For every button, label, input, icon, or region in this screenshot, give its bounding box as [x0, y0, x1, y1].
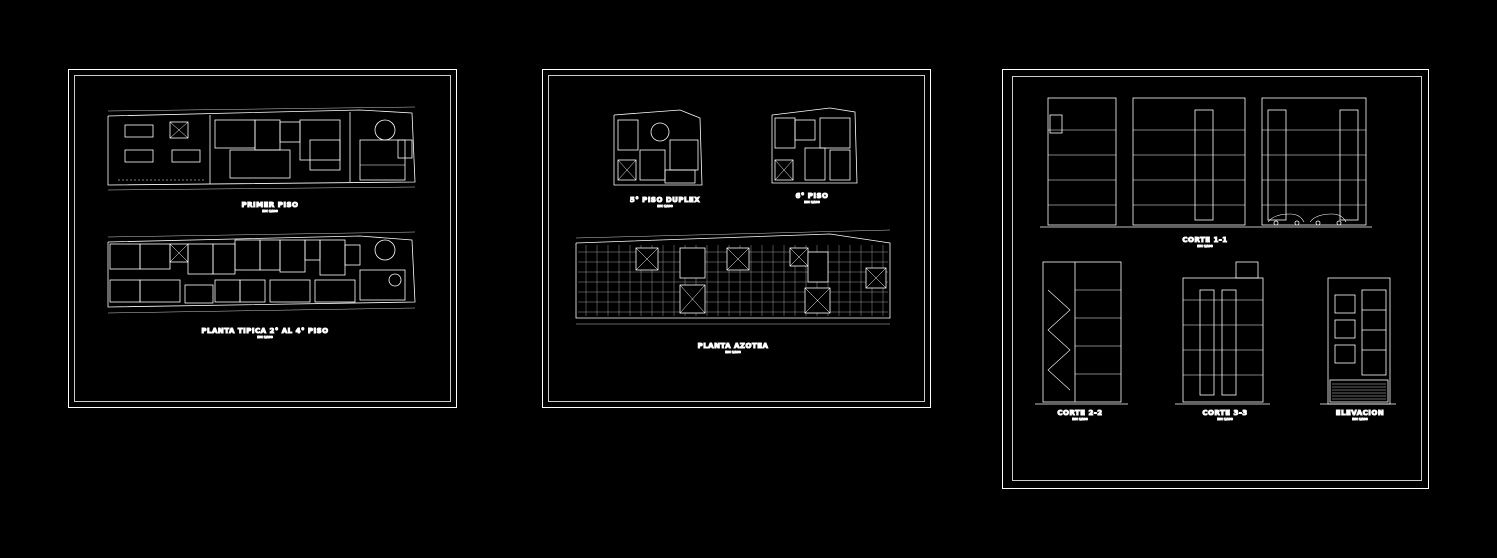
sheet-1-inner-border: [74, 75, 451, 402]
duplex-floor-plan: [613, 109, 703, 186]
section-3-3-label: CORTE 3-3: [1202, 409, 1247, 417]
svg-text:ESC 1/100: ESC 1/100: [725, 350, 741, 354]
section-1-1-label: CORTE 1-1: [1182, 236, 1227, 244]
sheet-1: PRIMER PISO ESC 1/100: [68, 69, 457, 408]
roof-plan: [575, 229, 891, 325]
svg-text:ESC 1/100: ESC 1/100: [1197, 244, 1213, 248]
first-floor-label: PRIMER PISO: [242, 201, 299, 209]
sheet-3: CORTE 1-1 ESC 1/100 CORTE 2-2 ESC 1/100 …: [1002, 69, 1429, 489]
sixth-floor-plan: [771, 107, 858, 184]
sheet-2-inner-border: [548, 75, 925, 402]
sheet-1-outer-border: [68, 69, 457, 408]
section-2-2: [1035, 261, 1128, 405]
svg-text:ESC 1/100: ESC 1/100: [1352, 417, 1368, 421]
section-3-3: [1175, 261, 1270, 405]
svg-text:ESC 1/100: ESC 1/100: [257, 335, 273, 339]
section-1-1: [1040, 97, 1372, 228]
sheet-3-inner-border: [1012, 76, 1422, 481]
roof-plan-label: PLANTA AZOTEA: [698, 342, 769, 350]
sheet-3-outer-border: [1002, 69, 1429, 489]
section-2-2-label: CORTE 2-2: [1057, 409, 1102, 417]
sixth-floor-label: 6° PISO: [795, 192, 828, 200]
svg-text:ESC 1/100: ESC 1/100: [262, 209, 278, 213]
svg-text:ESC 1/100: ESC 1/100: [804, 200, 820, 204]
sheet-2-outer-border: [542, 69, 931, 408]
duplex-floor-label: 5° PISO DUPLEX: [630, 196, 700, 204]
svg-text:ESC 1/100: ESC 1/100: [1217, 417, 1233, 421]
svg-text:ESC 1/100: ESC 1/100: [1072, 417, 1088, 421]
typical-floor-label: PLANTA TIPICA 2° AL 4° PISO: [201, 327, 328, 335]
elevation: [1320, 277, 1396, 405]
sheet-2: 5° PISO DUPLEX ESC 1/100 6° PISO ESC 1/1…: [542, 69, 931, 408]
svg-text:ESC 1/100: ESC 1/100: [657, 204, 673, 208]
elevation-label: ELEVACION: [1336, 409, 1384, 417]
first-floor-plan: [107, 106, 416, 191]
typical-floor-plan: [107, 231, 416, 314]
